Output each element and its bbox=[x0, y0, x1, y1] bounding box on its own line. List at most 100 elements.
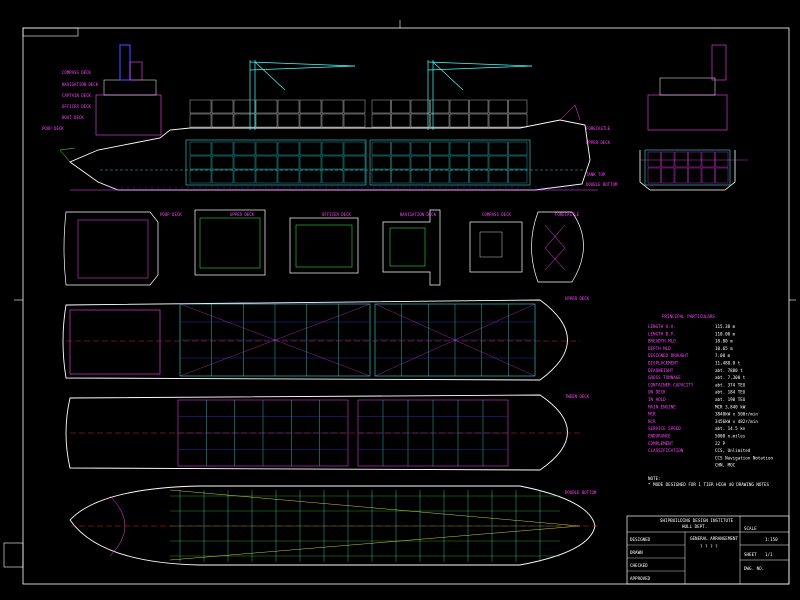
particular-label: COMPLEMENT bbox=[648, 441, 674, 446]
officer-deck-rooms bbox=[295, 224, 353, 268]
section-hull bbox=[639, 150, 736, 191]
hold-container bbox=[488, 141, 508, 156]
drawing-question-marks: ? ? ? ? bbox=[700, 544, 718, 549]
particular-label: DISPLACEMENT bbox=[648, 361, 679, 366]
deck-container bbox=[469, 113, 489, 128]
deck-container bbox=[469, 99, 489, 114]
particular-value: abt. 184 TEU bbox=[715, 390, 746, 395]
particular-value: 7.00 m bbox=[715, 353, 731, 358]
label-upper-deck-plan: UPPER DECK bbox=[565, 296, 590, 301]
deck-container bbox=[343, 113, 366, 128]
particular-label: GROSS TONNAGE bbox=[648, 375, 681, 380]
section-bridge bbox=[659, 77, 716, 96]
title-block-frame bbox=[626, 515, 790, 585]
title-row-designed: DESIGNED bbox=[630, 537, 651, 542]
section-funnel bbox=[711, 44, 727, 81]
plan-poop-deck bbox=[63, 211, 159, 286]
forecastle-mast bbox=[559, 104, 581, 121]
deck-container bbox=[508, 113, 528, 128]
note-text: * MODE DESIGNED FOR 1 TIER HIGH 40 DRAWI… bbox=[648, 482, 769, 487]
hold-container bbox=[233, 155, 256, 170]
upper-deck-container-grid bbox=[179, 303, 536, 377]
hold-container bbox=[430, 155, 450, 170]
particular-label: ENDURANCE bbox=[648, 434, 671, 439]
title-company: SHIPBUILDING DESIGN INSTITUTE bbox=[660, 518, 734, 523]
label-captain-deck: CAPTAIN DECK bbox=[62, 93, 91, 98]
deck-container bbox=[391, 113, 411, 128]
section-hold bbox=[644, 149, 731, 186]
hold-container bbox=[430, 169, 450, 184]
label-plan-forecastle: FORECASTLE bbox=[555, 212, 580, 217]
hold-container bbox=[277, 155, 300, 170]
section-container bbox=[647, 167, 661, 184]
particular-value: 5000 n.miles bbox=[715, 434, 746, 439]
hold-container bbox=[391, 155, 411, 170]
accommodation-plans: POOP DECK UPPER DECK OFFICER DECK NAVIGA… bbox=[63, 209, 584, 286]
hold-container bbox=[371, 141, 391, 156]
note-heading: NOTE: bbox=[648, 476, 661, 481]
label-tank-top: TANK TOP bbox=[586, 172, 606, 177]
particular-label: BREADTH MLD. bbox=[648, 339, 678, 344]
hold-container bbox=[233, 169, 256, 184]
particular-label: LENGTH O.A. bbox=[648, 324, 676, 329]
deck-container bbox=[410, 99, 430, 114]
hold-container bbox=[321, 155, 344, 170]
particular-label: ON DECK bbox=[648, 390, 666, 395]
tween-deck-outline bbox=[65, 394, 568, 471]
compass-deck-platform bbox=[479, 231, 503, 258]
hold-container bbox=[299, 169, 322, 184]
hold-container bbox=[371, 155, 391, 170]
label-plan-compass-deck: COMPASS DECK bbox=[482, 212, 511, 217]
upper-deck-outline bbox=[62, 299, 568, 381]
section-container bbox=[701, 167, 715, 184]
scale-label: SCALE bbox=[744, 526, 757, 531]
revision-box bbox=[3, 542, 24, 568]
particular-value: abt. 190 TEU bbox=[715, 397, 746, 402]
particular-value: 3840kW x 500r/min bbox=[715, 412, 758, 417]
hold-container bbox=[277, 141, 300, 156]
deck-container bbox=[211, 113, 234, 128]
deck-container bbox=[343, 99, 366, 114]
deck-container bbox=[189, 113, 212, 128]
deck-container bbox=[255, 99, 278, 114]
particular-label: SERVICE SPEED bbox=[648, 426, 681, 431]
drawing-title: GENERAL ARRANGEMENT bbox=[690, 536, 738, 541]
deck-container bbox=[299, 113, 322, 128]
particular-value: 22 P bbox=[715, 441, 726, 446]
deck-container bbox=[189, 99, 212, 114]
deck-container bbox=[255, 113, 278, 128]
title-block: SHIPBUILDING DESIGN INSTITUTE HULL DEPT.… bbox=[626, 515, 790, 585]
deck-container bbox=[449, 113, 469, 128]
tank-top-plan: DOUBLE BOTTOM bbox=[69, 485, 598, 566]
particular-label: DEADWEIGHT bbox=[648, 368, 674, 373]
profile-container-stacks bbox=[189, 99, 528, 184]
label-double-bottom-plan: DOUBLE BOTTOM bbox=[565, 490, 597, 495]
plan-officer-deck bbox=[289, 217, 359, 274]
hold-container bbox=[469, 155, 489, 170]
deck-container bbox=[488, 99, 508, 114]
particular-label: DEPTH MLD. bbox=[648, 346, 673, 351]
hold-container bbox=[321, 141, 344, 156]
section-container bbox=[715, 167, 729, 184]
particular-value: 18.00 m bbox=[715, 339, 733, 344]
deck-container bbox=[233, 99, 256, 114]
plan-navigation-deck bbox=[382, 209, 441, 286]
label-tween-deck: TWEEN DECK bbox=[565, 394, 590, 399]
hold-container bbox=[299, 155, 322, 170]
particular-value: abt. 374 TEU bbox=[715, 382, 746, 387]
hold-container bbox=[255, 169, 278, 184]
particular-value: abt. 14.5 kn bbox=[715, 426, 746, 431]
hold-container bbox=[449, 169, 469, 184]
funnel bbox=[129, 61, 143, 81]
wheelhouse bbox=[389, 227, 426, 267]
plan-compass-deck bbox=[469, 221, 523, 273]
particular-value: 10.65 m bbox=[715, 346, 733, 351]
hold-container bbox=[391, 141, 411, 156]
title-row-approved: APPROVED bbox=[630, 576, 651, 581]
hold-container bbox=[343, 169, 366, 184]
deck-container bbox=[277, 99, 300, 114]
particular-value: abt. 7880 t bbox=[715, 368, 743, 373]
section-container bbox=[674, 151, 688, 168]
